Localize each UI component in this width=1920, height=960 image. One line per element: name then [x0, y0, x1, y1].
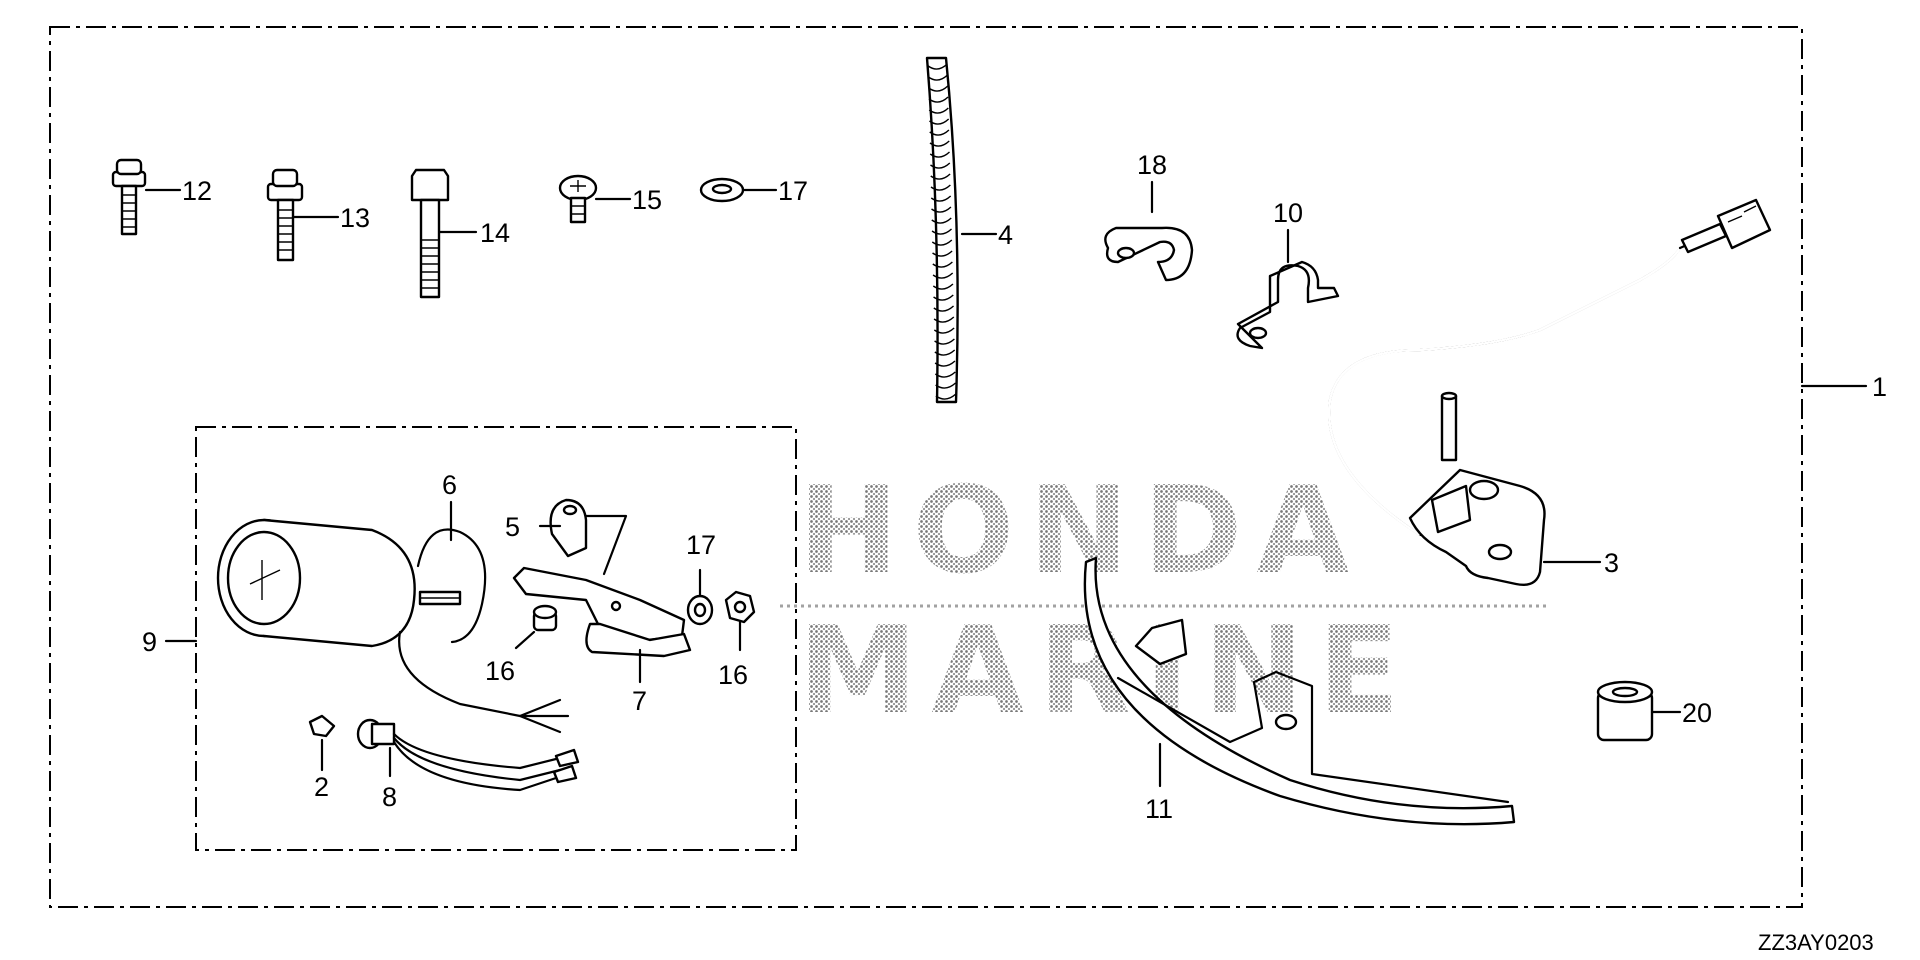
hex-bolt-long [410, 168, 478, 299]
p-clamp [1104, 226, 1194, 282]
sensor-harness [1327, 198, 1772, 586]
callout-16-right: 16 [718, 660, 748, 690]
callout-20: 20 [1682, 698, 1712, 728]
rubber-sleeve [1596, 680, 1682, 742]
flange-bolt-short [111, 158, 182, 236]
callout-14: 14 [480, 218, 510, 248]
outer-frame [49, 26, 1803, 908]
subassembly-frame [195, 426, 797, 851]
small-washer [686, 568, 714, 626]
spiral-wrap-tube [925, 56, 998, 404]
callout-6: 6 [442, 470, 457, 500]
small-clamp [538, 498, 628, 576]
curved-bracket [1083, 556, 1516, 826]
bulb-socket [356, 718, 580, 792]
gauge-ring [416, 500, 487, 644]
spacer-left [514, 604, 558, 650]
callout-8: 8 [382, 782, 397, 812]
callout-5: 5 [505, 512, 520, 542]
callout-13: 13 [340, 203, 370, 233]
washer [699, 177, 778, 203]
callout-7: 7 [632, 686, 647, 716]
callout-1: 1 [1872, 372, 1887, 402]
callout-18: 17 [686, 530, 716, 560]
callout-2: 2 [314, 772, 329, 802]
meter-gauge [216, 518, 570, 734]
callout-12: 12 [182, 176, 212, 206]
callout-11: 11 [1145, 794, 1173, 824]
callout-4: 4 [998, 220, 1013, 250]
watermark-line1: HONDA [798, 462, 1363, 601]
callout-9: 9 [142, 627, 157, 657]
gauge-bracket [512, 566, 692, 684]
callout-10: 10 [1273, 198, 1303, 228]
hex-nut [724, 590, 756, 652]
callout-16-left: 16 [485, 656, 515, 686]
callout-3: 3 [1604, 548, 1619, 578]
flange-bolt-medium [266, 168, 340, 262]
diagram-code: ZZ3AY0203 [1758, 930, 1874, 955]
callout-17: 17 [778, 176, 808, 206]
callout-19: 18 [1137, 150, 1167, 180]
callout-15: 15 [632, 185, 662, 215]
bulb [308, 714, 336, 772]
u-bracket [1236, 260, 1340, 350]
pan-screw [558, 174, 632, 224]
